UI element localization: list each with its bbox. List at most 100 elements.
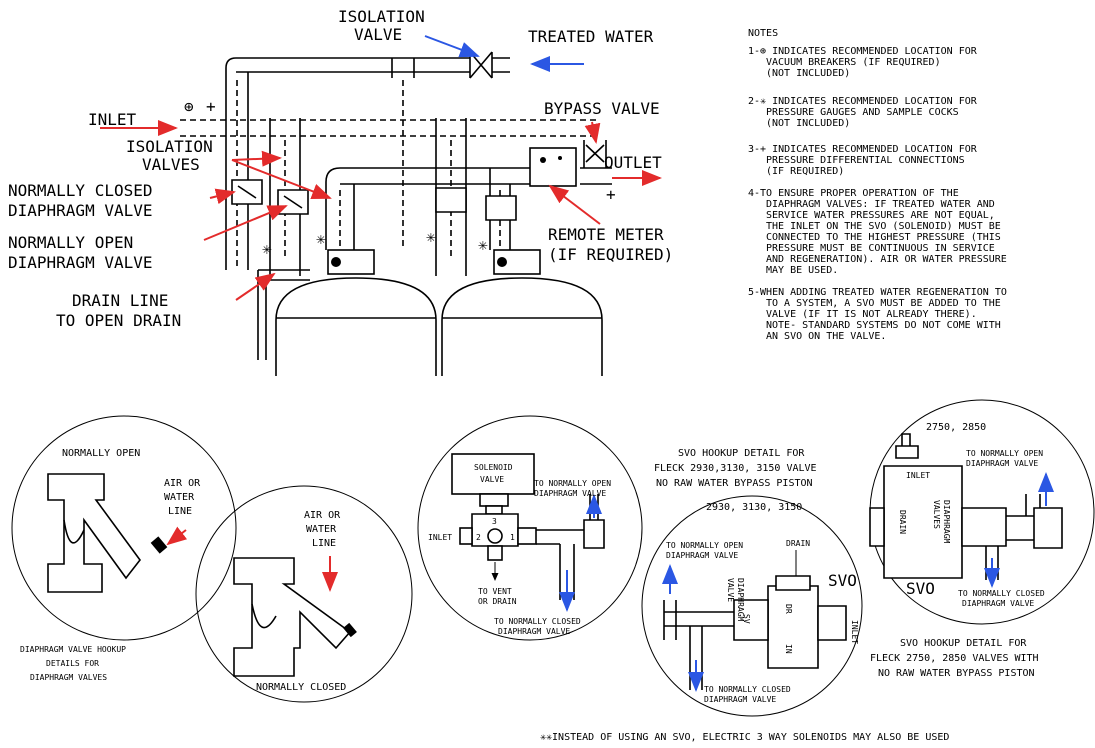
drain-line-label-2: TO OPEN DRAIN — [56, 311, 181, 330]
note-4-line-2: DIAPHRAGM VALVES: IF TREATED WATER AND — [766, 199, 995, 210]
air-line-arrow-1 — [166, 526, 188, 546]
svo2750-to-no-1: TO NORMALLY OPEN — [966, 449, 1043, 458]
remote-meter-label-2: (IF REQUIRED) — [548, 245, 673, 264]
note-2-line-3: (NOT INCLUDED) — [766, 118, 850, 129]
note-4-line-8: MAY BE USED. — [766, 265, 838, 276]
notes-title: NOTES — [748, 28, 778, 39]
isolation-valve-label-1: ISOLATION — [338, 7, 425, 26]
isolation-valve-label-2: VALVE — [354, 25, 402, 44]
note-5-line-3: VALVE (IF IT IS NOT ALREADY THERE). — [766, 309, 977, 320]
svo2750-models: 2750, 2850 — [926, 422, 986, 433]
tank-right — [441, 277, 603, 376]
air-line-2-l3: LINE — [312, 538, 336, 549]
note-5-line-1: 5-WHEN ADDING TREATED WATER REGENERATION… — [748, 287, 1007, 298]
bypass-valve-symbol — [583, 140, 607, 168]
to-vent-1: TO VENT — [478, 587, 512, 596]
remote-meter-label-1: REMOTE METER — [548, 225, 664, 244]
svo2750-to-nc-1: TO NORMALLY CLOSED — [958, 589, 1045, 598]
drain-line-label-1: DRAIN LINE — [72, 291, 168, 310]
nc-diaphragm-valve-right — [435, 187, 467, 213]
dv-caption-2: DETAILS FOR — [46, 659, 99, 668]
nc-diaphragm-label-2: DIAPHRAGM VALVE — [8, 201, 153, 220]
left-riser-pipe — [225, 57, 249, 270]
solenoid-inlet-label: INLET — [428, 533, 452, 542]
port-1-label: 1 — [510, 533, 515, 542]
bypass-valve-label: BYPASS VALVE — [544, 99, 660, 118]
air-line-2-l1: AIR OR — [304, 510, 341, 521]
note-3-line-3: (IF REQUIRED) — [766, 166, 844, 177]
nc-valve-arrow — [209, 188, 236, 205]
inlet-label: INLET — [88, 110, 137, 129]
port-2-label: 2 — [476, 533, 481, 542]
detail-circle-solenoid — [417, 415, 643, 641]
svo2750-caption-2: FLECK 2750, 2850 VALVES WITH — [870, 653, 1039, 664]
note-4-line-4: THE INLET ON THE SVO (SOLENOID) MUST BE — [766, 221, 1001, 232]
svo2750-top-fitting — [895, 433, 919, 459]
notes-block: NOTES 1-⊕ INDICATES RECOMMENDED LOCATION… — [748, 28, 1007, 342]
middle-top-fitting — [391, 58, 415, 78]
air-line-1-l1: AIR OR — [164, 478, 201, 489]
vacuum-breaker-symbol: ⊕ — [184, 97, 194, 116]
no-diaphragm-valve-right — [485, 195, 517, 221]
no-diaphragm-label-1: NORMALLY OPEN — [8, 233, 133, 252]
sol-to-nc-1: TO NORMALLY CLOSED — [494, 617, 581, 626]
note-5-line-2: TO A SYSTEM, A SVO MUST BE ADDED TO THE — [766, 298, 1001, 309]
treated-water-pipe — [236, 57, 470, 73]
svo2930-to-no-1: TO NORMALLY OPEN — [666, 541, 743, 550]
detail-diaphragm-valves: NORMALLY OPEN AIR OR WATER LINE AIR OR W… — [11, 415, 413, 703]
svo2750-svo-label: SVO — [906, 579, 935, 598]
isolation-valves-label-1: ISOLATION — [126, 137, 213, 156]
gauge-star-1: ✳ — [316, 229, 326, 248]
svo2930-svo-label: SVO — [828, 571, 857, 590]
note-3-line-1: 3-+ INDICATES RECOMMENDED LOCATION FOR — [748, 144, 978, 155]
top-piping-diagram: ISOLATION VALVE TREATED WATER ⊕ + INLET … — [8, 7, 673, 376]
remote-meter-arrow — [548, 184, 601, 225]
outlet-label: OUTLET — [604, 153, 662, 172]
isolation-valves-label-2: VALVES — [142, 155, 200, 174]
footnote: ✳✳INSTEAD OF USING AN SVO, ELECTRIC 3 WA… — [540, 732, 949, 743]
inlet-pipe — [180, 119, 600, 137]
detail-circle-nc — [195, 485, 413, 703]
svo2750-to-no-2: DIAPHRAGM VALVE — [966, 459, 1038, 468]
to-vent-2: OR DRAIN — [478, 597, 517, 606]
drain-line-arrow — [235, 272, 276, 301]
note-3-line-2: PRESSURE DIFFERENTIAL CONNECTIONS — [766, 155, 965, 166]
air-line-1-l2: WATER — [164, 492, 195, 503]
svo2930-dv-2: VALVE — [726, 578, 735, 602]
outlet-plus-symbol: + — [606, 185, 616, 204]
no-diaphragm-label-2: DIAPHRAGM VALVE — [8, 253, 153, 272]
bypass-valve-arrow — [584, 121, 601, 144]
top-isolation-valve — [469, 51, 493, 79]
svo2930-header-1: SVO HOOKUP DETAIL FOR — [678, 448, 805, 459]
svo2750-inlet: INLET — [906, 471, 930, 480]
svo2930-inlet: INLET — [850, 620, 859, 644]
note-4-line-1: 4-TO ENSURE PROPER OPERATION OF THE — [748, 188, 959, 199]
note-4-line-5: CONNECTED TO THE HIGHEST PRESSURE (THIS — [766, 232, 1001, 243]
inlet-fittings — [269, 118, 467, 140]
gauge-star-3: ✳ — [426, 227, 436, 246]
note-1-line-1: 1-⊕ INDICATES RECOMMENDED LOCATION FOR — [748, 46, 978, 57]
note-5-line-4: NOTE- STANDARD SYSTEMS DO NOT COME WITH — [766, 320, 1001, 331]
svo2750-dv-1: DIAPHRAGM — [942, 500, 951, 544]
no-valve-arrow — [203, 205, 288, 241]
svo2930-header-3: NO RAW WATER BYPASS PISTON — [656, 478, 813, 489]
detail-circle-no — [11, 415, 237, 641]
remote-meter-box — [529, 147, 577, 187]
note-2-line-2: PRESSURE GAUGES AND SAMPLE COCKS — [766, 107, 959, 118]
detail-solenoid: SOLENOID VALVE 3 2 1 INLET TO NORMALLY O… — [417, 415, 643, 641]
svo2750-drain: DRAIN — [898, 510, 907, 534]
detail-svo-2930: SVO HOOKUP DETAIL FOR FLECK 2930,3130, 3… — [641, 448, 863, 717]
svo2930-drain: DRAIN — [786, 539, 810, 548]
normally-closed-label: NORMALLY CLOSED — [256, 682, 346, 693]
sol-to-no-1: TO NORMALLY OPEN — [534, 479, 611, 488]
svo2930-header-2: FLECK 2930,3130, 3150 VALVE — [654, 463, 817, 474]
svo2930-to-nc-1: TO NORMALLY CLOSED — [704, 685, 791, 694]
svo2930-to-nc-2: DIAPHRAGM VALVE — [704, 695, 776, 704]
gauge-star-2: ✳ — [262, 239, 272, 258]
nc-valve-body — [233, 557, 352, 677]
note-4-line-7: AND REGENERATION). AIR OR WATER PRESSURE — [766, 254, 1007, 265]
svo2750-pipes — [985, 494, 1041, 580]
note-4-line-6: PRESSURE MUST BE CONTINUOUS IN SERVICE — [766, 243, 995, 254]
sol-to-no-2: DIAPHRAGM VALVE — [534, 489, 606, 498]
